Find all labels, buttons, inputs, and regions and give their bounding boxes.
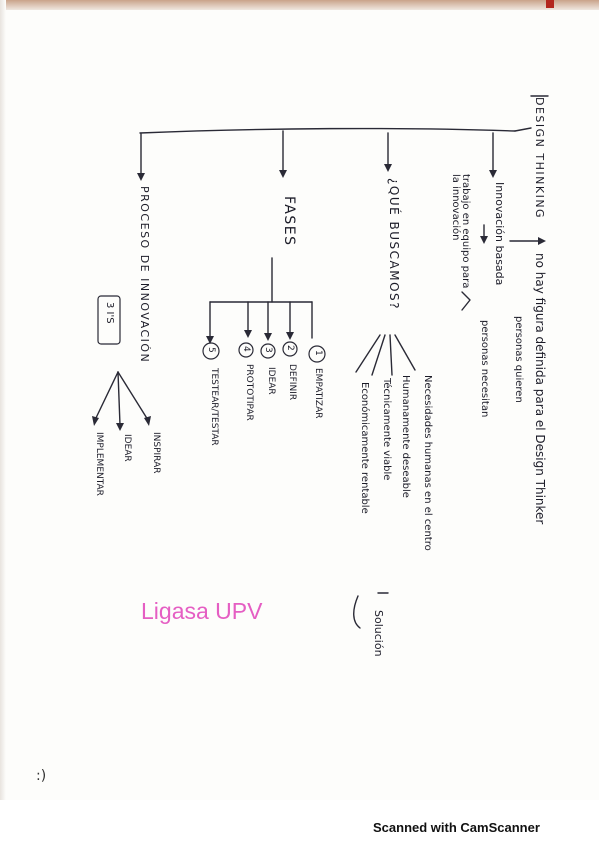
scanner-footer: Scanned with CamScanner [373, 820, 540, 835]
smiley-doodle: :) [36, 768, 47, 784]
search-fan-4 [355, 334, 381, 373]
search-item-2: Humanamente deseable [400, 375, 411, 498]
arrowhead-innovation [489, 170, 497, 178]
corner-mark [546, 0, 554, 8]
innovation-teamwork: trabajo en equipo para la innovación [450, 174, 471, 289]
arrowhead-team [480, 236, 488, 244]
step-circle-3 [260, 343, 276, 359]
search-fan-2 [389, 334, 393, 376]
search-item-3: Técnicamente viable [381, 378, 392, 481]
phase-step-5: TESTEAR/TESTAR [209, 368, 219, 446]
arrowhead-process-1 [144, 416, 151, 426]
arrowhead-definition [538, 237, 546, 245]
phase-step-3: IDEAR [266, 367, 276, 395]
arrowhead-search [384, 164, 392, 172]
arrowhead-phase-2 [286, 332, 294, 340]
process-step-3: IMPLEMENTAR [94, 432, 104, 496]
process-step-1: INSPIRAR [151, 432, 161, 474]
search-fan-1 [394, 334, 416, 371]
scanned-page: DESIGN THINKING no hay figura definida p… [0, 0, 599, 800]
process-code: 3 I'S [104, 302, 115, 324]
mind-map-connectors [92, 95, 549, 629]
phase-step-4: PROTOTIPAR [244, 364, 254, 421]
definition-text: no hay figura definida para el Design Th… [533, 253, 547, 525]
code-box [97, 295, 121, 345]
arrowhead-process-3 [92, 416, 99, 426]
result-brace [353, 592, 389, 629]
innovation-split [461, 291, 471, 311]
arrowhead-phase-5 [206, 336, 214, 344]
process-step-2: IDEAR [122, 434, 132, 462]
innovation-label: Innovación basada [493, 182, 506, 286]
search-fan-3 [371, 334, 386, 376]
innovation-people-2: personas necesitan [479, 320, 490, 418]
mind-map-title: DESIGN THINKING [533, 97, 546, 220]
step-circle-1 [308, 345, 326, 363]
innovation-people-1: personas quieren [513, 316, 524, 403]
arrowhead-process [137, 173, 145, 181]
phase-number-1: 1 [313, 350, 323, 356]
phase-number-5: 5 [206, 347, 216, 353]
process-fan-3 [94, 371, 119, 421]
search-item-1: Necesidades humanas en el centro [422, 375, 433, 551]
process-fan-1 [117, 371, 149, 421]
arrowhead-phase-3 [264, 333, 272, 341]
process-label: PROCESO DE INNOVACIÓN [138, 186, 151, 364]
process-fan-2 [117, 371, 121, 426]
page-top-edge [0, 0, 599, 10]
phase-step-2: DEFINIR [287, 364, 297, 401]
step-circle-2 [282, 341, 298, 357]
main-bracket [139, 127, 516, 134]
page-left-edge [0, 0, 6, 800]
watermark-text: Ligasa UPV [141, 598, 263, 624]
phase-number-4: 4 [241, 346, 251, 352]
arrowhead-process-2 [116, 423, 124, 431]
phases-label: FASES [281, 196, 297, 247]
search-result: Solución [372, 610, 385, 657]
arrowhead-phase-4 [244, 330, 252, 338]
step-circle-4 [238, 342, 254, 358]
phase-number-3: 3 [263, 347, 273, 353]
step-circle-5 [202, 342, 220, 360]
search-item-4: Económicamente rentable [359, 382, 370, 514]
root-stem [514, 127, 532, 132]
phase-number-2: 2 [285, 345, 295, 351]
arrowhead-phases [279, 170, 287, 178]
phase-step-1: EMPATIZAR [313, 368, 323, 419]
search-label: ¿QUÉ BUSCAMOS? [387, 178, 401, 310]
